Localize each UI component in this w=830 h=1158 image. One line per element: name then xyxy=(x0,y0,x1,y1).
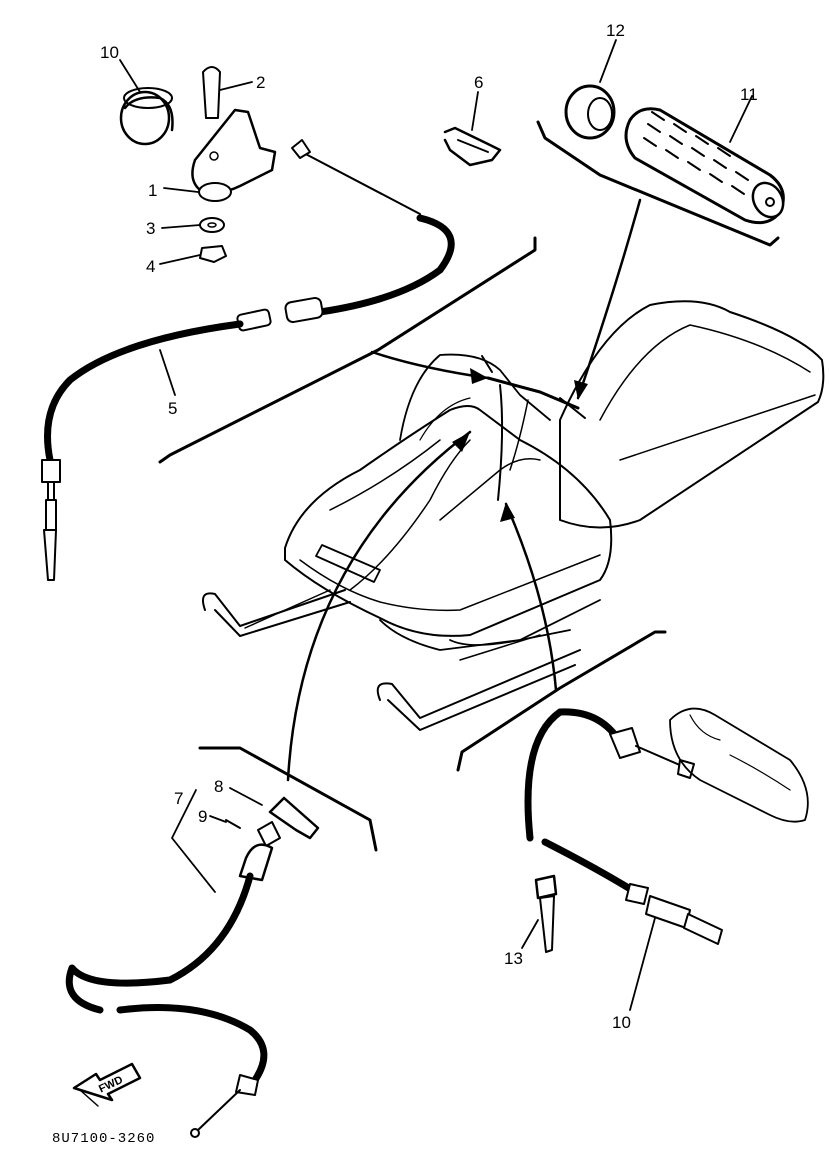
pin xyxy=(202,66,221,119)
callout-pin: 2 xyxy=(256,73,265,92)
arrowhead-throttle xyxy=(470,368,488,384)
callout-switch-assy: 7 xyxy=(174,789,183,808)
clip xyxy=(443,91,502,167)
callout-nut: 4 xyxy=(146,257,155,276)
group-bracket-throttle xyxy=(158,236,537,464)
diagram-code: 8U7100-3260 xyxy=(52,1131,155,1147)
leader-brake xyxy=(504,502,558,692)
switch-assembly xyxy=(65,787,320,1138)
washer-hole xyxy=(207,222,217,228)
callout-tie: 13 xyxy=(504,949,523,968)
callout-bracket: 1 xyxy=(148,181,157,200)
group-bracket-brake xyxy=(456,630,667,772)
bracket xyxy=(191,108,277,202)
group-bracket-switch xyxy=(198,746,378,852)
leader-grip-end xyxy=(119,59,141,93)
leader-bracket xyxy=(163,187,199,193)
arrowhead-switch xyxy=(452,432,470,452)
group-bracket-grip xyxy=(536,120,780,247)
leader-grip xyxy=(576,198,642,400)
callout-grip-end: 10 xyxy=(100,43,119,62)
leader-switch xyxy=(286,430,472,782)
callout-brake-cable: 10 xyxy=(612,1013,631,1032)
nut xyxy=(199,245,227,263)
tie xyxy=(521,874,558,953)
washer xyxy=(199,217,225,233)
snowmobile xyxy=(202,300,825,731)
callout-clip: 6 xyxy=(474,73,483,92)
leader-washer xyxy=(161,224,201,229)
callout-washer: 3 xyxy=(146,219,155,238)
brake-cable xyxy=(524,707,809,1011)
grip-end xyxy=(119,87,174,146)
grip-cap xyxy=(564,39,617,140)
throttle-cable xyxy=(41,139,455,581)
callout-grip-cap: 12 xyxy=(606,21,625,40)
callout-switch-cap: 8 xyxy=(214,777,223,796)
callout-throttle-cable: 5 xyxy=(168,399,177,418)
arrowhead-brake xyxy=(500,502,515,522)
forward-direction-arrow: FWD xyxy=(72,1062,142,1107)
grip xyxy=(624,95,785,225)
leader-nut xyxy=(159,254,201,265)
leader-pin xyxy=(219,81,253,91)
callout-switch-pin: 9 xyxy=(198,807,207,826)
arrowhead-grip xyxy=(574,380,588,400)
callout-grip: 11 xyxy=(740,85,758,104)
